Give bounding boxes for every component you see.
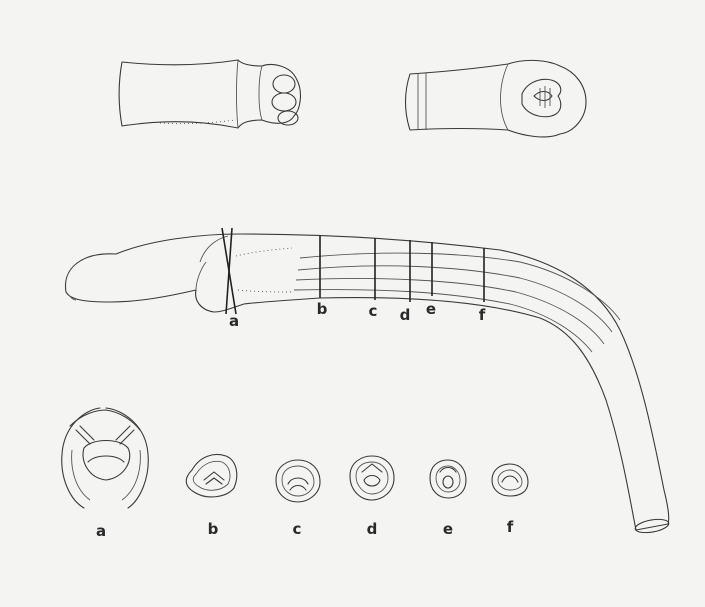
cross-section-label-b: b xyxy=(208,520,219,538)
cross-section-label-c: c xyxy=(293,520,302,538)
section-label-b: b xyxy=(317,300,328,318)
section-label-f: f xyxy=(479,306,486,324)
section-label-e: e xyxy=(426,300,436,318)
section-label-a: a xyxy=(229,312,239,330)
section-label-c: c xyxy=(369,302,378,320)
cross-section-label-f: f xyxy=(507,518,514,536)
cross-section-label-a: a xyxy=(96,522,106,540)
cross-section-label-e: e xyxy=(443,520,453,538)
cross-section-label-d: d xyxy=(367,520,378,538)
section-label-d: d xyxy=(400,306,411,324)
